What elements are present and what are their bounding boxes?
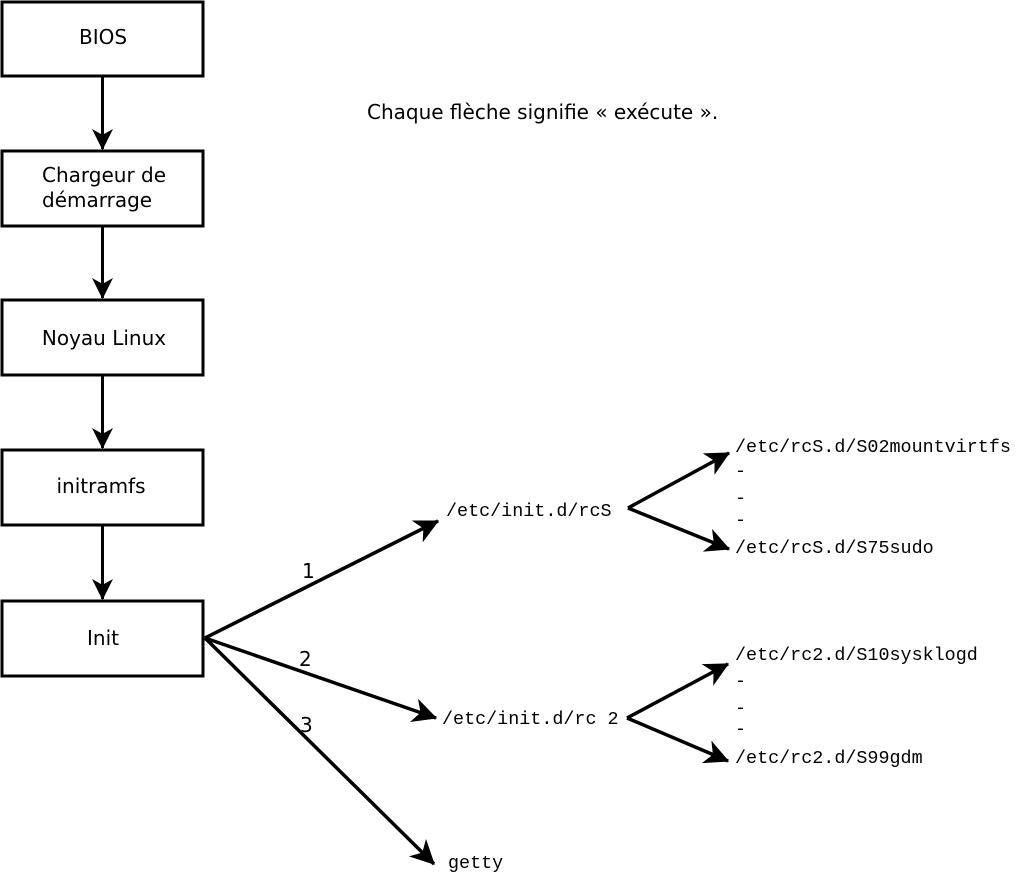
rc2-script-ellipsis-2: -: [735, 698, 746, 719]
arrow-order-label-1: 1: [302, 559, 315, 583]
getty-label: getty: [448, 853, 503, 874]
initramfs-label: initramfs: [56, 474, 145, 498]
rcs-script-ellipsis-2: -: [735, 488, 746, 509]
arrow-rc2-to-s99: [626, 716, 730, 764]
arrow-rcs-to-s02: [627, 451, 731, 510]
rcs-path: /etc/init.d/rcS: [446, 501, 612, 522]
arrow-order-label-2: 2: [299, 647, 312, 671]
rcs-script-first: /etc/rcS.d/S02mountvirtfs: [735, 437, 1011, 458]
bootloader-label-line1: Chargeur de: [42, 163, 166, 187]
arrow-rcs-to-s75: [627, 506, 731, 552]
rc2-script-ellipsis-1: -: [735, 671, 746, 692]
init-box: [0, 599, 205, 678]
caption: Chaque flèche signifie « exécute ».: [367, 100, 718, 124]
bios-label: BIOS: [79, 25, 127, 49]
bootloader-box: [0, 149, 205, 228]
init-label: Init: [87, 626, 119, 650]
arrow-order-label-3: 3: [300, 713, 313, 737]
rcs-script-ellipsis-1: -: [735, 461, 746, 482]
rc2-script-last: /etc/rc2.d/S99gdm: [735, 748, 923, 769]
rcs-script-ellipsis-3: -: [735, 510, 746, 531]
rc2-script-ellipsis-3: -: [735, 719, 746, 740]
initramfs-box: [0, 448, 205, 527]
arrow-init-to-rc2: [204, 636, 438, 722]
rc2-path: /etc/init.d/rc 2: [442, 709, 619, 730]
arrow-init-to-rcs: [204, 519, 440, 640]
arrow-init-to-getty: [203, 636, 436, 866]
arrow-rc2-to-s10: [626, 662, 730, 720]
bios-box: [0, 0, 205, 78]
rc2-script-first: /etc/rc2.d/S10sysklogd: [735, 645, 978, 666]
kernel-label: Noyau Linux: [42, 326, 166, 350]
rcs-script-last: /etc/rcS.d/S75sudo: [735, 538, 934, 559]
bootloader-label-line2: démarrage: [42, 188, 152, 212]
